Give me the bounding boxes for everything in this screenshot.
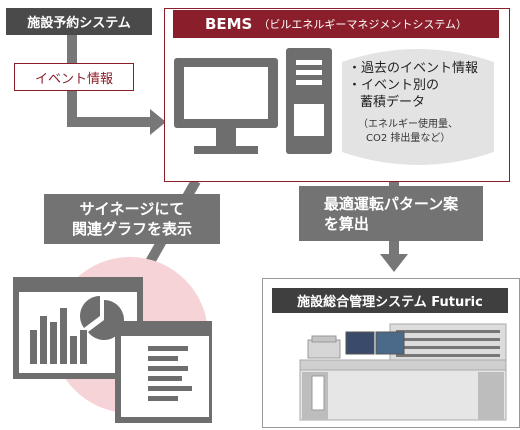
desk-cabinet (311, 375, 325, 411)
signage-window-front (115, 321, 212, 423)
bems-note-2: CO2 排出量など） (366, 133, 451, 144)
monitor-base (194, 146, 258, 154)
signage-icon (13, 257, 212, 423)
bems-header: BEMS （ビルエネルギーマネジメントシステム） (173, 10, 499, 38)
list-line-3 (148, 366, 188, 371)
desk-printer-top (311, 335, 337, 343)
tower-slot-2 (296, 70, 322, 75)
bar-6 (80, 330, 87, 364)
bems-bullet-2: ・イベント別の (348, 78, 440, 93)
desk-monitor-1 (345, 331, 375, 355)
optimal-pattern-label: 最適運転パターン案 を算出 (299, 186, 483, 241)
signage-label-line2: 関連グラフを表示 (71, 220, 192, 238)
signage-window-back-titlebar (16, 280, 140, 292)
desk-leg-right (478, 372, 504, 420)
computer-icon (174, 48, 332, 154)
facility-system-label: 施設予約システム (6, 8, 152, 35)
bar-3 (50, 322, 57, 364)
tower-slot-1 (296, 60, 322, 65)
monitor-stand (216, 128, 236, 146)
event-info-label: イベント情報 (14, 63, 134, 91)
futuric-label: 施設総合管理システム Futuric (272, 288, 508, 313)
bar-2 (40, 316, 47, 364)
bems-title: BEMS (204, 15, 253, 33)
desk-surface (299, 359, 507, 371)
database-icon (342, 49, 494, 165)
desk-body (299, 369, 507, 421)
tower-bay (294, 104, 324, 136)
bar-4 (60, 308, 67, 364)
list-line-1 (148, 346, 188, 351)
bems-note-1: （エネルギー使用量、 (358, 119, 458, 130)
optimal-label-line1: 最適運転パターン案 (323, 194, 459, 213)
list-line-4 (148, 376, 182, 381)
optimal-label-line2: を算出 (323, 214, 369, 233)
bar-1 (30, 330, 37, 364)
signage-label-line1: サイネージにて (79, 200, 185, 218)
bems-bullet-1: ・過去のイベント情報 (348, 61, 479, 76)
bems-bullet-3: 蓄積データ (360, 95, 426, 110)
database-cylinder (342, 49, 494, 165)
bems-subtitle: （ビルエネルギーマネジメントシステム） (258, 18, 468, 31)
pie-slice (80, 296, 100, 328)
monitor-screen (184, 67, 268, 119)
control-desk-image (299, 323, 507, 421)
list-line-6 (148, 396, 178, 401)
signage-window-front-titlebar (118, 324, 212, 336)
desk-printer (307, 339, 341, 359)
tower-slot-3 (296, 80, 322, 85)
flow-arrowhead-to-futuric (380, 254, 408, 272)
signage-label: サイネージにて 関連グラフを表示 (44, 194, 220, 244)
list-line-2 (148, 356, 178, 361)
bar-5 (70, 336, 77, 364)
flow-arrowhead-to-bems (150, 109, 166, 135)
list-line-5 (148, 386, 192, 391)
desk-monitor-2 (375, 331, 405, 355)
